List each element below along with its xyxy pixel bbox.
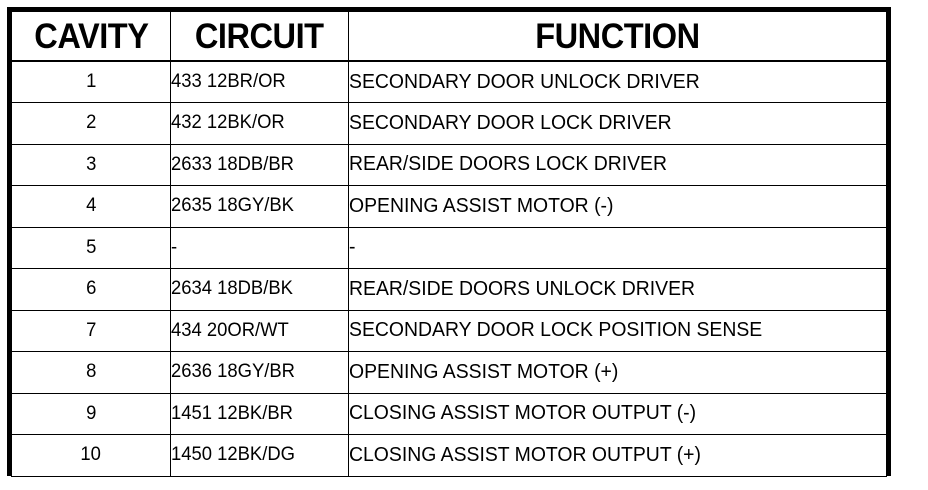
- cell-function: SECONDARY DOOR LOCK DRIVER: [348, 102, 887, 145]
- cell-cavity-text: 4: [85, 195, 97, 217]
- table-row: 4 2635 18GY/BK OPENING ASSIST MOTOR (-): [11, 185, 887, 228]
- cell-cavity: 9: [11, 392, 171, 435]
- cell-circuit-text: 2634 18DB/BK: [171, 278, 293, 300]
- cell-cavity-text: 8: [85, 361, 97, 383]
- cell-cavity: 2: [11, 102, 171, 145]
- cell-cavity-text: 2: [85, 112, 97, 134]
- cell-circuit: 2636 18GY/BR: [170, 351, 349, 394]
- table-header: CAVITY CIRCUIT FUNCTION: [11, 11, 887, 62]
- cell-circuit: 2635 18GY/BK: [170, 185, 349, 228]
- cell-cavity-text: 7: [85, 319, 97, 341]
- cell-function: SECONDARY DOOR UNLOCK DRIVER: [348, 60, 887, 103]
- cell-circuit: 432 12BK/OR: [170, 102, 349, 145]
- table-body: 1 433 12BR/OR SECONDARY DOOR UNLOCK DRIVER…: [11, 60, 887, 477]
- cell-circuit-text: 433 12BR/OR: [171, 71, 286, 92]
- table-row: 1 433 12BR/OR SECONDARY DOOR UNLOCK DRIVER: [11, 60, 887, 103]
- cell-circuit: 434 20OR/WT: [170, 309, 349, 352]
- cell-function-text: -: [349, 236, 356, 259]
- cell-function: SECONDARY DOOR LOCK POSITION SENSE: [348, 309, 887, 352]
- table-row: 7 434 20OR/WT SECONDARY DOOR LOCK POSITION…: [11, 309, 887, 352]
- cell-circuit-text: 2633 18DB/BR: [171, 153, 294, 175]
- cell-function: REAR/SIDE DOORS LOCK DRIVER: [348, 143, 887, 186]
- cell-circuit: 1450 12BK/DG: [170, 434, 349, 477]
- cell-cavity: 3: [11, 143, 171, 186]
- cell-function-text: CLOSING ASSIST MOTOR OUTPUT (-): [349, 402, 697, 425]
- cell-function: OPENING ASSIST MOTOR (-): [348, 185, 887, 228]
- table-row: 9 1451 12BK/BR CLOSING ASSIST MOTOR OUTPUT…: [11, 392, 887, 435]
- cell-circuit: 433 12BR/OR: [170, 60, 349, 103]
- cell-function-text: SECONDARY DOOR LOCK DRIVER: [349, 111, 672, 134]
- table-row: 2 432 12BK/OR SECONDARY DOOR LOCK DRIVER: [11, 102, 887, 145]
- table-header-row: CAVITY CIRCUIT FUNCTION: [11, 11, 887, 62]
- cell-function: CLOSING ASSIST MOTOR OUTPUT (+): [348, 434, 887, 477]
- cell-cavity: 10: [11, 434, 171, 477]
- cell-cavity: 1: [11, 60, 171, 103]
- cell-function-text: CLOSING ASSIST MOTOR OUTPUT (+): [349, 443, 701, 466]
- cell-cavity: 8: [11, 351, 171, 394]
- cell-function: CLOSING ASSIST MOTOR OUTPUT (-): [348, 392, 887, 435]
- cell-function-text: OPENING ASSIST MOTOR (-): [349, 194, 614, 217]
- cell-cavity: 5: [11, 226, 171, 269]
- cell-function: -: [348, 226, 887, 269]
- cell-cavity-text: 6: [85, 278, 97, 300]
- table-row: 3 2633 18DB/BR REAR/SIDE DOORS LOCK DRIVER: [11, 143, 887, 186]
- cell-function: REAR/SIDE DOORS UNLOCK DRIVER: [348, 268, 887, 311]
- cell-cavity: 6: [11, 268, 171, 311]
- cell-circuit-text: 2635 18GY/BK: [171, 195, 294, 217]
- cell-circuit: 2633 18DB/BR: [170, 143, 349, 186]
- cell-function-text: SECONDARY DOOR UNLOCK DRIVER: [349, 70, 700, 93]
- cell-function: OPENING ASSIST MOTOR (+): [348, 351, 887, 394]
- cell-function-text: SECONDARY DOOR LOCK POSITION SENSE: [349, 319, 763, 342]
- cell-circuit-text: 432 12BK/OR: [171, 112, 285, 134]
- table-row: 10 1450 12BK/DG CLOSING ASSIST MOTOR OUTPU…: [11, 434, 887, 477]
- column-header-circuit: CIRCUIT: [170, 11, 349, 62]
- cell-cavity-text: 3: [85, 153, 97, 175]
- cell-circuit-text: 1451 12BK/BR: [171, 402, 293, 424]
- cell-function-text: REAR/SIDE DOORS UNLOCK DRIVER: [349, 277, 696, 300]
- cell-circuit-text: 2636 18GY/BR: [171, 361, 295, 383]
- table-row: 6 2634 18DB/BK REAR/SIDE DOORS UNLOCK DRIV…: [11, 268, 887, 311]
- cell-circuit: 1451 12BK/BR: [170, 392, 349, 435]
- cell-cavity-text: 10: [80, 444, 102, 466]
- column-header-cavity: CAVITY: [11, 11, 171, 62]
- table-row: 8 2636 18GY/BR OPENING ASSIST MOTOR (+): [11, 351, 887, 394]
- pinout-table-container: CAVITY CIRCUIT FUNCTION 1 433 12BR/OR SECO…: [7, 7, 891, 477]
- column-header-cavity-label: CAVITY: [33, 16, 149, 56]
- cell-cavity: 7: [11, 309, 171, 352]
- cell-circuit-text: -: [171, 236, 178, 258]
- cell-cavity: 4: [11, 185, 171, 228]
- cell-circuit-text: 1450 12BK/DG: [171, 444, 295, 466]
- column-header-function-label: FUNCTION: [535, 16, 700, 56]
- cell-circuit-text: 434 20OR/WT: [171, 319, 289, 341]
- column-header-circuit-label: CIRCUIT: [195, 16, 324, 56]
- column-header-function: FUNCTION: [348, 11, 887, 62]
- cell-function-text: REAR/SIDE DOORS LOCK DRIVER: [349, 153, 668, 176]
- cell-cavity-text: 5: [85, 236, 97, 258]
- cell-circuit: -: [170, 226, 349, 269]
- cell-function-text: OPENING ASSIST MOTOR (+): [349, 360, 619, 383]
- table-row: 5 - -: [11, 226, 887, 269]
- cell-cavity-text: 9: [85, 402, 97, 424]
- cavity-circuit-function-table: CAVITY CIRCUIT FUNCTION 1 433 12BR/OR SECO…: [11, 11, 887, 477]
- cell-circuit: 2634 18DB/BK: [170, 268, 349, 311]
- cell-cavity-text: 1: [85, 71, 97, 92]
